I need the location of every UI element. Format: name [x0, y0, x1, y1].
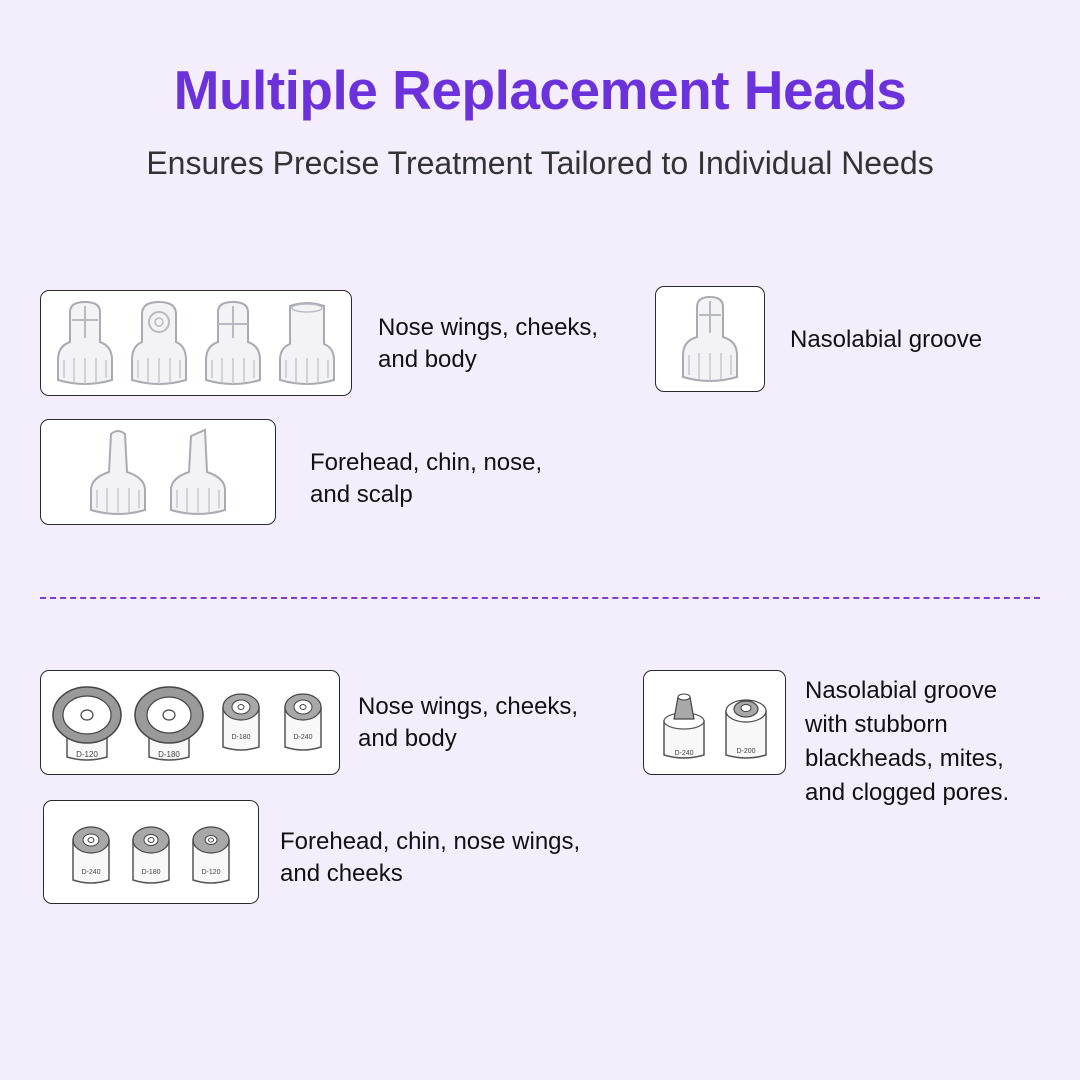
diamond-tips-box-2: D-240 D-200 [643, 670, 786, 775]
clear-heads-label-2: Nasolabial groove [790, 326, 983, 353]
diamond-tip-code: D-180 [231, 734, 250, 741]
section-divider [40, 597, 1040, 599]
diamond-tips-box-3: D-240 D-180 D-120 [43, 800, 259, 904]
page-subtitle: Ensures Precise Treatment Tailored to In… [146, 145, 934, 181]
diamond-tip-code: D-180 [158, 750, 180, 759]
clear-head-mesh-icon [131, 300, 187, 385]
diamond-tip-code: D-240 [674, 750, 693, 757]
diamond-tip-ring-icon: D-200 [724, 698, 767, 759]
diamond-tip-small-icon: D-120 [192, 826, 230, 884]
diamond-tip-pointed-icon: D-240 [662, 693, 705, 759]
clear-head-angled-icon [170, 428, 226, 515]
diamond-tip-code: D-240 [81, 869, 100, 876]
clear-head-cross-icon [57, 300, 113, 385]
diamond-tips-label-2: Nasolabial groove with stubborn blackhea… [805, 677, 1010, 806]
clear-head-nasolabial-icon [682, 295, 738, 382]
clear-head-tapered-icon [90, 430, 146, 515]
clear-heads-label-1: Nose wings, cheeks, and body [378, 314, 599, 373]
diamond-tip-code: D-120 [76, 750, 98, 759]
page-title: Multiple Replacement Heads [173, 59, 907, 121]
clear-head-flat-icon [279, 302, 335, 385]
diamond-tips-label-3: Forehead, chin, nose wings, and cheeks [280, 828, 581, 887]
diamond-tip-code: D-180 [141, 869, 160, 876]
diamond-tip-small-icon: D-180 [132, 826, 170, 884]
clear-heads-box-2 [655, 286, 765, 392]
diamond-tip-code: D-240 [293, 734, 312, 741]
clear-heads-box-3 [40, 419, 276, 525]
diamond-tip-small-icon: D-240 [284, 692, 322, 751]
clear-head-cross-icon [205, 300, 261, 385]
diamond-tip-large-icon: D-180 [134, 685, 204, 761]
diamond-tip-small-icon: D-240 [72, 826, 110, 884]
diamond-tip-large-icon: D-120 [52, 685, 122, 761]
diamond-tips-label-1: Nose wings, cheeks, and body [358, 693, 579, 752]
clear-heads-label-3: Forehead, chin, nose, and scalp [310, 449, 543, 508]
diamond-tip-small-icon: D-180 [222, 692, 260, 751]
clear-heads-box-1 [40, 290, 352, 396]
diamond-tips-box-1: D-120 D-180 D-180 D-240 [40, 670, 340, 775]
diamond-tip-code: D-200 [736, 748, 755, 755]
diamond-tip-code: D-120 [201, 869, 220, 876]
